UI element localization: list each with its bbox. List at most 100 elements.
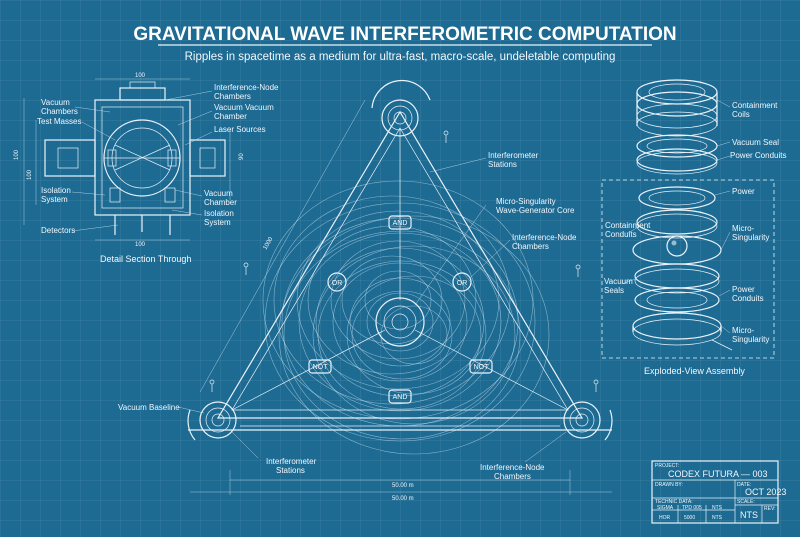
wave-ring <box>364 270 432 330</box>
label-nodes-right-2: Chambers <box>512 242 549 251</box>
tb-date: OCT 2023 <box>745 487 786 497</box>
assembly-caption: Exploded-View Assembly <box>644 366 745 376</box>
wave-ring <box>273 195 511 405</box>
asm-label-seals: Seals <box>604 286 624 295</box>
detail-label-interference-node-1: Interference-Node <box>214 83 279 92</box>
tb-project-label: PROJECT: <box>655 463 679 469</box>
detail-label-vacuum-chambers-1: Vacuum <box>41 98 70 107</box>
tb-cell-2: TPD 005 <box>682 505 702 511</box>
wave-ring <box>380 305 448 365</box>
detail-label-detectors: Detectors <box>41 226 75 235</box>
asm-label-power-conduits: Power Conduits <box>730 151 786 160</box>
bottom-right-station <box>563 401 601 439</box>
detail-section: 100 100 100 90 100 <box>14 73 279 264</box>
detail-label-vacuum-vacuum-1: Vacuum Vacuum <box>214 103 274 112</box>
detail-label-isolation-system-1: Isolation <box>204 209 234 218</box>
detail-label-test-masses: Test Masses <box>37 117 81 126</box>
micro-singularity-sphere <box>632 235 722 265</box>
gate-and-top: AND <box>388 215 412 230</box>
label-core-2: Wave-Generator Core <box>496 206 575 215</box>
asm-label-power-2: Power <box>732 285 755 294</box>
wave-ring <box>317 260 487 410</box>
scale-figures <box>209 130 599 392</box>
tb-cell-5: 5000 <box>684 515 695 521</box>
vacuum-seal-ring <box>636 134 718 158</box>
power-ring <box>638 186 716 210</box>
asm-label-singularity-1: Singularity <box>732 233 769 242</box>
label-stations-top-2: Stations <box>488 160 517 169</box>
asm-label-containment-2: Containment <box>605 221 651 230</box>
power-conduits-lower-ring <box>634 287 720 313</box>
title-block: PROJECT: CODEX FUTURA — 003 DRAWN BY: DA… <box>651 460 786 524</box>
main-dim-base-inner: 50.00 m <box>392 483 414 489</box>
tb-date-label: DATE: <box>737 482 751 488</box>
micro-singularity-base <box>632 312 733 351</box>
svg-text:OR: OR <box>457 280 468 287</box>
tb-rev-label: REV: <box>764 506 775 512</box>
asm-label-containment: Containment <box>732 101 778 110</box>
detail-dim-bottom: 100 <box>135 242 146 248</box>
label-nodes-right-1: Interference-Node <box>512 233 577 242</box>
detail-dim-left: 100 <box>14 149 20 160</box>
main-dim-side: 1000 <box>263 236 275 251</box>
label-stations-bottom-2: Stations <box>276 466 305 475</box>
asm-label-singularity-2: Singularity <box>732 335 769 344</box>
wave-ring <box>330 240 466 360</box>
svg-text:NOT: NOT <box>474 364 490 371</box>
asm-label-coils: Coils <box>732 110 750 119</box>
wave-ring <box>296 210 500 390</box>
gate-and-bottom: AND <box>388 389 412 404</box>
containment-coils <box>636 79 718 137</box>
detail-label-vacuum-chamber-1: Vacuum <box>204 189 233 198</box>
wave-ring <box>283 230 521 440</box>
wave-ring <box>312 245 516 425</box>
svg-text:NOT: NOT <box>313 364 329 371</box>
svg-text:AND: AND <box>393 220 408 227</box>
exploded-assembly: Containment Coils Vacuum Seal Power Cond… <box>601 79 786 376</box>
top-station <box>381 99 419 137</box>
detail-dim-left2: 100 <box>27 169 33 180</box>
label-nodes-bottom-2: Chambers <box>494 472 531 481</box>
tb-cell-3: NTS <box>712 505 723 511</box>
wave-ring <box>351 290 453 380</box>
containment-conduits-ring <box>636 209 718 239</box>
main-title: GRAVITATIONAL WAVE INTERFEROMETRIC COMPU… <box>133 24 676 45</box>
detail-label-isolation-2: System <box>41 195 68 204</box>
tb-cell-6: NTS <box>712 515 723 521</box>
wave-ring <box>341 255 443 345</box>
wave-generator-core <box>375 297 425 347</box>
detail-dim-top: 100 <box>135 73 146 79</box>
tb-drawn-label: DRAWN BY: <box>655 482 683 488</box>
detail-label-vacuum-vacuum-2: Chamber <box>214 112 247 121</box>
label-stations-bottom-1: Interferometer <box>266 457 317 466</box>
subtitle: Ripples in spacetime as a medium for ult… <box>185 51 616 63</box>
detail-label-isolation-system-2: System <box>204 218 231 227</box>
tb-scale-label: SCALE: <box>737 499 755 505</box>
detail-caption: Detail Section Through <box>100 254 191 264</box>
asm-label-micro-2: Micro- <box>732 326 755 335</box>
tb-cell-1: SIGMA <box>657 505 674 511</box>
tb-tech-label: TECHNIC DATA: <box>655 499 693 505</box>
asm-label-vacuum-seal: Vacuum Seal <box>732 138 779 147</box>
gate-not-left: NOT <box>308 359 332 374</box>
asm-label-conduits: Conduits <box>605 230 637 239</box>
tb-cell-4: HOR <box>659 515 671 521</box>
svg-text:AND: AND <box>393 394 408 401</box>
svg-text:OR: OR <box>332 280 343 287</box>
detail-dim-right: 90 <box>239 153 245 160</box>
gate-or-right: OR <box>452 272 472 292</box>
detail-label-interference-node-2: Chambers <box>214 92 251 101</box>
asm-label-power: Power <box>732 187 755 196</box>
label-nodes-bottom-1: Interference-Node <box>480 463 545 472</box>
wave-ring <box>346 275 482 395</box>
label-stations-top-1: Interferometer <box>488 151 539 160</box>
gate-not-right: NOT <box>469 359 493 374</box>
tb-project: CODEX FUTURA — 003 <box>668 469 768 479</box>
main-dim-base-outer: 50.00 m <box>392 496 414 502</box>
tb-scale: NTS <box>740 510 758 520</box>
bottom-left-station <box>199 401 237 439</box>
asm-label-vacuum: Vacuum <box>604 277 633 286</box>
detail-label-vacuum-chamber-2: Chamber <box>204 198 237 207</box>
